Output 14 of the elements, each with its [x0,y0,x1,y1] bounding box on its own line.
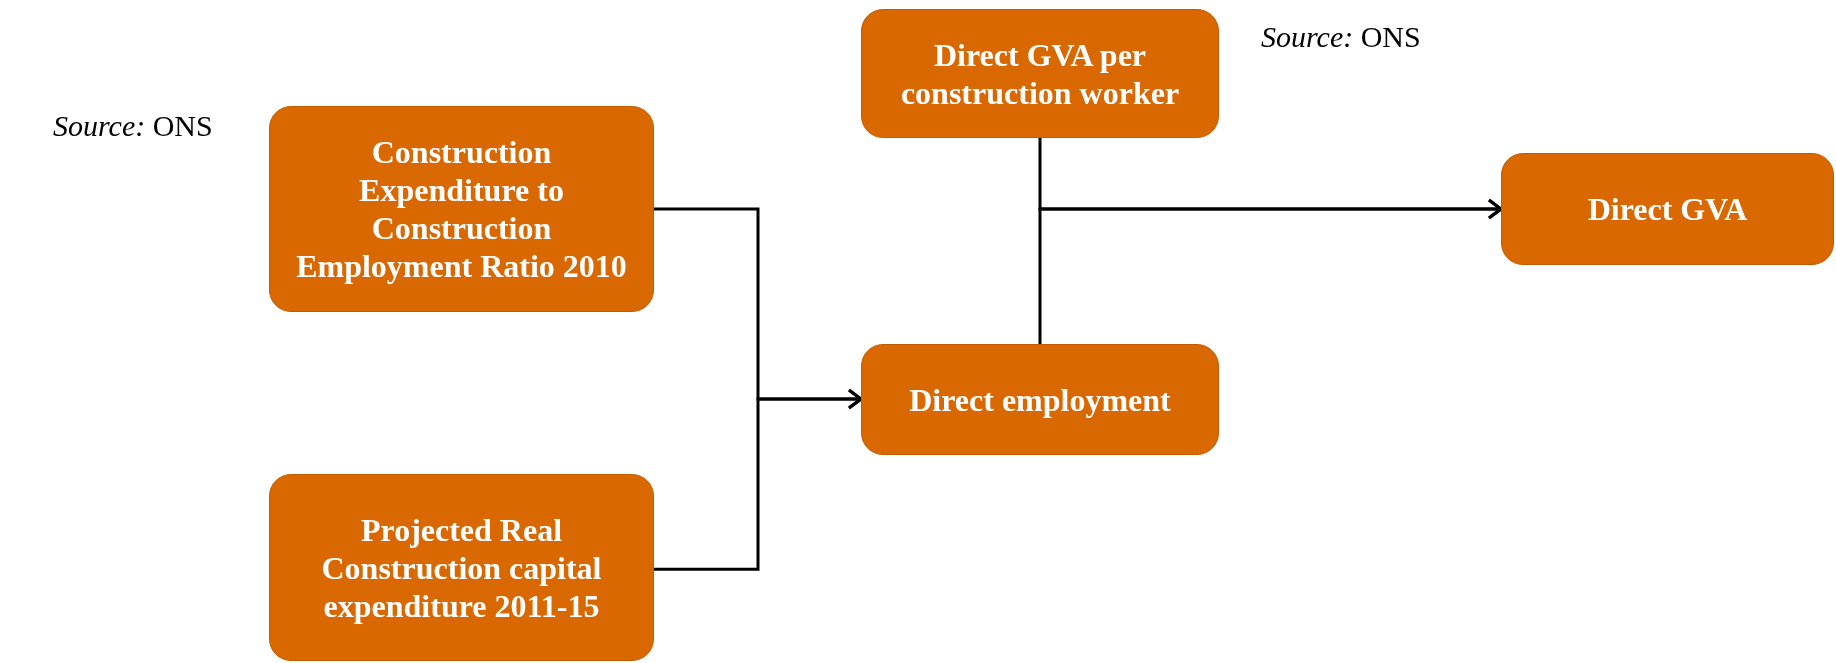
process-box [269,106,654,312]
box-label: Direct GVA [1587,190,1748,228]
box-label: Direct GVA per construction worker [899,35,1181,112]
process-box [269,474,654,661]
connector-arrow [654,388,863,571]
box-label: Construction Expenditure to Construction Employment Ratio 2010 [295,133,628,285]
process-box [1501,153,1834,265]
source-note: Source: ONS [1261,19,1421,55]
process-box [861,9,1219,138]
connector-arrow [1038,198,1503,344]
box-label: Projected Real Construction capital expenditure 2011-15 [320,510,603,625]
box-label: Direct employment [909,380,1171,419]
process-box [861,344,1219,455]
source-note: Source: ONS [53,108,213,144]
